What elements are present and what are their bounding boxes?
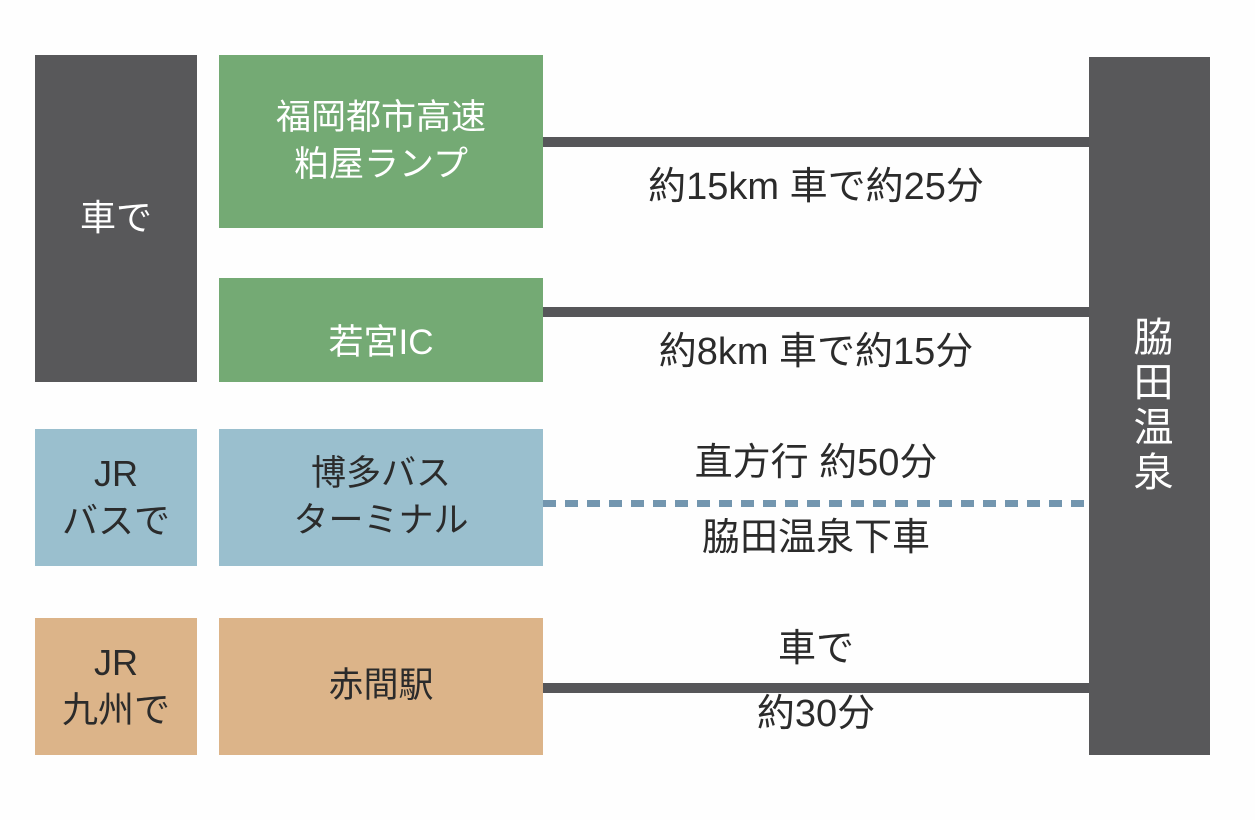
route-label-akama-by-car: 車で xyxy=(777,628,854,670)
node-box-wakamiya-ic: 若宮IC xyxy=(219,278,543,382)
destination-label: 脇田温泉 xyxy=(1127,316,1172,496)
route-line-akama-solid xyxy=(543,683,1089,693)
mode-box-by-jr-bus: JR バスで xyxy=(35,429,197,566)
route-label-wakamiya-distance-time: 約8km 車で約15分 xyxy=(658,331,974,373)
mode-box-by-jr-kyushu: JR 九州で xyxy=(35,618,197,755)
route-label-bus-service-time: 直方行 約50分 xyxy=(694,442,938,484)
node-box-hakata-bus-terminal: 博多バス ターミナル xyxy=(219,429,543,566)
route-label-kasuya-distance-time: 約15km 車で約25分 xyxy=(648,166,984,208)
destination-bar: 脇田温泉 xyxy=(1089,57,1210,755)
route-line-wakamiya-solid xyxy=(543,307,1089,317)
mode-box-by-car: 車で xyxy=(35,55,197,382)
node-box-akama-station: 赤間駅 xyxy=(219,618,543,755)
route-line-kasuya-solid xyxy=(543,137,1089,147)
node-box-fukuoka-expressway-kasuya-ramp: 福岡都市高速 粕屋ランプ xyxy=(219,55,543,228)
route-label-akama-time: 約30分 xyxy=(756,693,876,735)
route-line-hakata-dashed xyxy=(543,500,1089,507)
route-label-bus-getoff-stop: 脇田温泉下車 xyxy=(701,517,930,559)
